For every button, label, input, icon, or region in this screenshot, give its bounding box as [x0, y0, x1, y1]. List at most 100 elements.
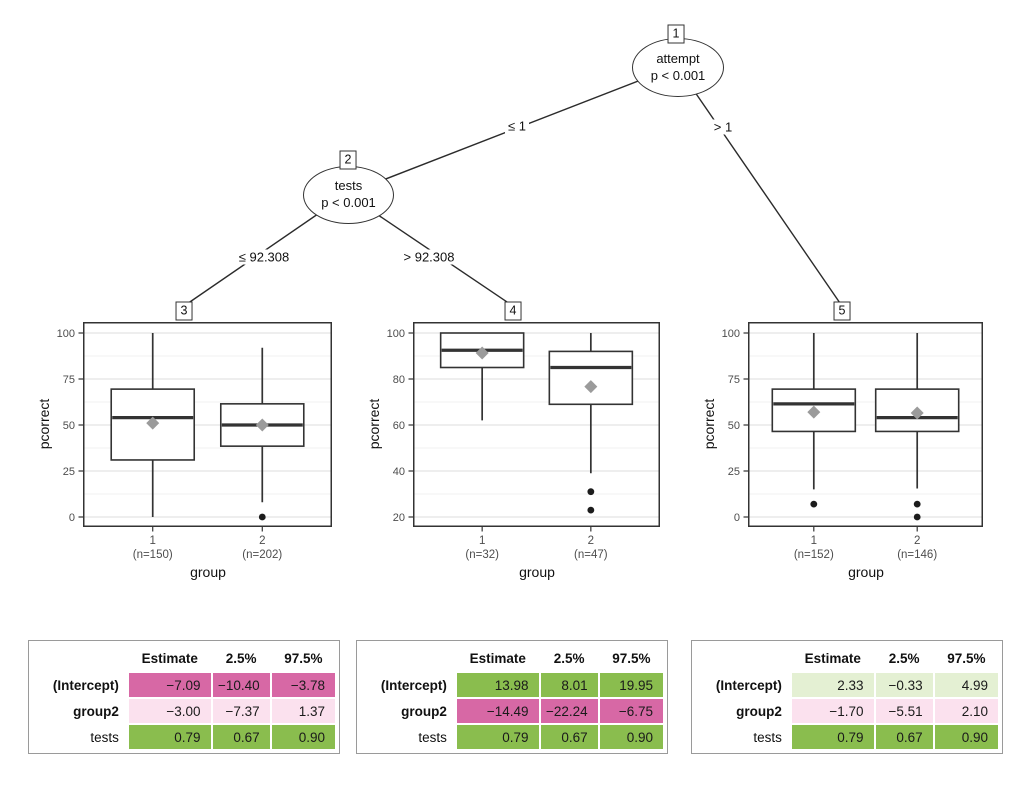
- coef-table-node5: Estimate 2.5% 97.5% (Intercept) 2.33 −0.…: [691, 640, 1003, 754]
- ci-upper-cell: 0.90: [599, 725, 663, 749]
- x-tick-n-label: (n=47): [574, 549, 608, 561]
- ci-lower-cell: 8.01: [540, 673, 598, 697]
- row-label: group2: [696, 699, 790, 723]
- y-axis-title: pcorrect: [366, 398, 382, 450]
- x-tick-n-label: (n=146): [897, 549, 937, 561]
- estimate-cell: −7.09: [128, 673, 211, 697]
- row-label: group2: [33, 699, 127, 723]
- outlier-dot: [587, 506, 595, 514]
- ci-lower-cell: −7.37: [212, 699, 270, 723]
- col-header-estimate: Estimate: [804, 650, 861, 666]
- y-tick-label: 75: [63, 374, 75, 386]
- ci-lower-cell: −22.24: [540, 699, 598, 723]
- y-axis-title: pcorrect: [701, 398, 717, 450]
- table-row: group2 −3.00 −7.37 1.37: [33, 699, 335, 723]
- table-row: tests 0.79 0.67 0.90: [33, 725, 335, 749]
- outlier-dot: [913, 513, 921, 521]
- y-tick-label: 25: [63, 466, 75, 478]
- row-label: (Intercept): [361, 673, 455, 697]
- node-id-2: 2: [339, 150, 357, 170]
- estimate-cell: −3.00: [128, 699, 211, 723]
- y-tick-label: 75: [728, 374, 740, 386]
- y-tick-label: 50: [63, 420, 75, 432]
- node-id-5: 5: [833, 301, 851, 321]
- split-label: ≤ 1: [505, 118, 529, 134]
- col-header-upper: 97.5%: [284, 650, 323, 666]
- mean-diamond: [584, 380, 598, 394]
- tree-node-1: attempt p < 0.001: [632, 38, 724, 97]
- x-tick-label: 1: [479, 535, 485, 547]
- y-tick-label: 100: [722, 328, 740, 340]
- row-label: (Intercept): [696, 673, 790, 697]
- node-variable: tests: [334, 178, 363, 194]
- x-tick-label: 2: [588, 535, 594, 547]
- panel-border: [413, 322, 660, 527]
- ci-lower-cell: 0.67: [875, 725, 933, 749]
- row-label: (Intercept): [33, 673, 127, 697]
- col-header-lower: 2.5%: [553, 650, 585, 666]
- y-axis-title: pcorrect: [36, 398, 52, 450]
- y-tick-label: 100: [57, 328, 75, 340]
- y-tick-label: 60: [393, 420, 405, 432]
- x-tick-label: 1: [811, 535, 817, 547]
- y-tick-label: 80: [393, 374, 405, 386]
- estimate-cell: 0.79: [128, 725, 211, 749]
- tree-node-2: tests p < 0.001: [303, 166, 394, 224]
- split-label: ≤ 92.308: [235, 249, 293, 265]
- coef-table-node4: Estimate 2.5% 97.5% (Intercept) 13.98 8.…: [356, 640, 668, 754]
- coef-table-node3: Estimate 2.5% 97.5% (Intercept) −7.09 −1…: [28, 640, 340, 754]
- col-header-upper: 97.5%: [612, 650, 651, 666]
- col-header-lower: 2.5%: [225, 650, 257, 666]
- node-pvalue: p < 0.001: [650, 67, 706, 83]
- y-tick-label: 0: [734, 512, 740, 524]
- ci-upper-cell: 0.90: [934, 725, 998, 749]
- table-row: tests 0.79 0.67 0.90: [361, 725, 663, 749]
- x-axis-title: group: [190, 564, 226, 580]
- col-header-estimate: Estimate: [469, 650, 526, 666]
- table-row: tests 0.79 0.67 0.90: [696, 725, 998, 749]
- ci-lower-cell: 0.67: [212, 725, 270, 749]
- estimate-cell: 0.79: [456, 725, 539, 749]
- x-tick-label: 2: [259, 535, 265, 547]
- estimate-cell: 0.79: [791, 725, 874, 749]
- ci-upper-cell: −3.78: [271, 673, 335, 697]
- ci-lower-cell: 0.67: [540, 725, 598, 749]
- panel-border: [83, 322, 332, 527]
- node-id-4: 4: [504, 301, 522, 321]
- table-header-row: Estimate 2.5% 97.5%: [33, 645, 335, 671]
- estimate-cell: 13.98: [456, 673, 539, 697]
- ci-upper-cell: 2.10: [934, 699, 998, 723]
- x-axis-title: group: [848, 564, 884, 580]
- x-tick-label: 2: [914, 535, 920, 547]
- y-tick-label: 25: [728, 466, 740, 478]
- y-tick-label: 40: [393, 466, 405, 478]
- coef-table: Estimate 2.5% 97.5% (Intercept) 13.98 8.…: [359, 643, 665, 751]
- split-label: > 1: [710, 119, 736, 135]
- row-label: group2: [361, 699, 455, 723]
- node-id-1: 1: [667, 24, 685, 44]
- corner-cell: [696, 645, 790, 671]
- mean-diamond: [475, 346, 489, 360]
- outlier-dot: [810, 500, 818, 508]
- mean-diamond: [807, 405, 821, 419]
- col-header-upper: 97.5%: [947, 650, 986, 666]
- row-label: tests: [696, 725, 790, 749]
- table-row: (Intercept) 13.98 8.01 19.95: [361, 673, 663, 697]
- y-tick-label: 100: [387, 328, 405, 340]
- outlier-dot: [587, 488, 595, 496]
- table-row: group2 −14.49 −22.24 −6.75: [361, 699, 663, 723]
- ci-lower-cell: −5.51: [875, 699, 933, 723]
- outlier-dot: [913, 500, 921, 508]
- x-tick-n-label: (n=152): [794, 549, 834, 561]
- table-row: (Intercept) −7.09 −10.40 −3.78: [33, 673, 335, 697]
- table-header-row: Estimate 2.5% 97.5%: [361, 645, 663, 671]
- x-axis-title: group: [519, 564, 555, 580]
- outlier-dot: [258, 513, 266, 521]
- mean-diamond: [146, 416, 160, 430]
- ci-lower-cell: −0.33: [875, 673, 933, 697]
- split-label: > 92.308: [400, 249, 458, 265]
- estimate-cell: −1.70: [791, 699, 874, 723]
- ci-lower-cell: −10.40: [212, 673, 270, 697]
